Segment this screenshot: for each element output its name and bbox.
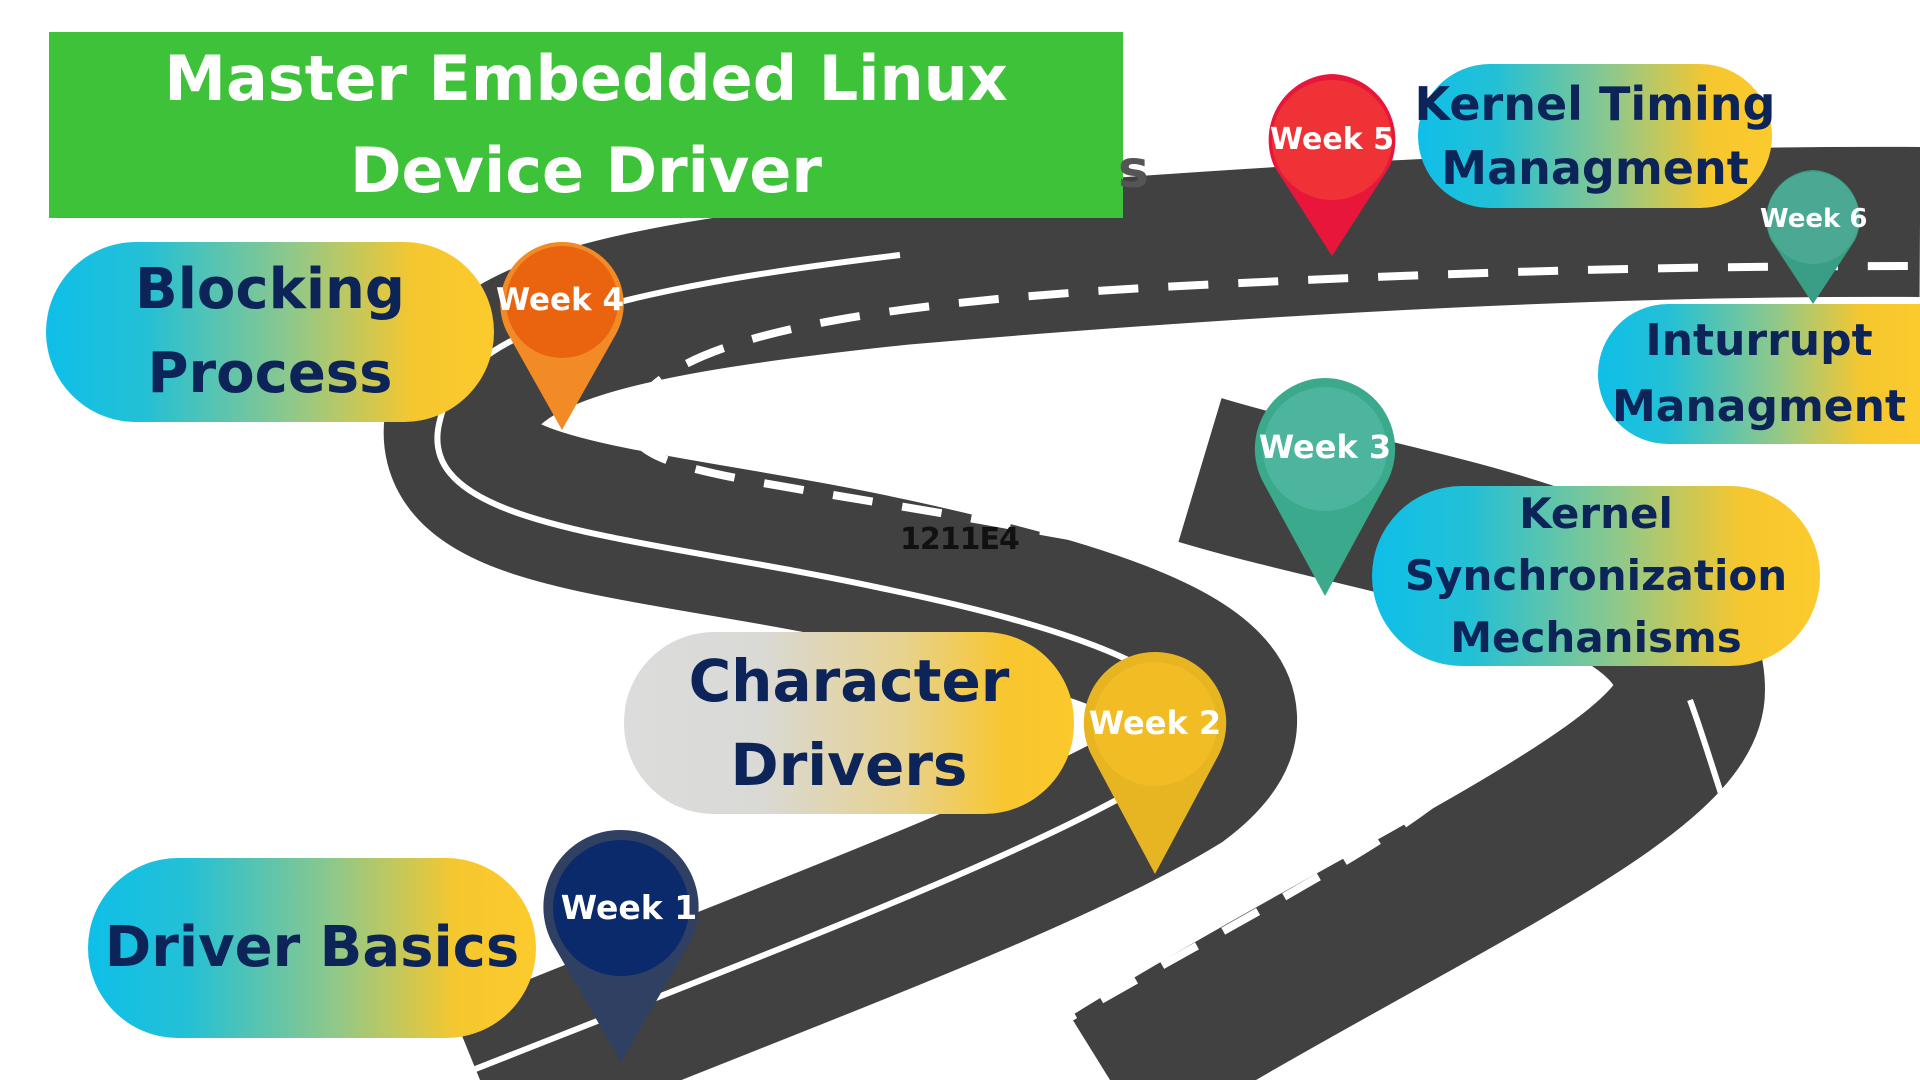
week-6-label: Week 6: [1760, 204, 1868, 234]
week-1-pin: Week 1: [540, 826, 702, 1066]
topic-line: Drivers: [730, 731, 968, 799]
topic-line: Driver Basics: [104, 915, 520, 980]
week-4-label: Week 4: [495, 282, 625, 318]
week-3-pin: Week 3: [1250, 374, 1400, 600]
road-surface: [383, 146, 1920, 1080]
map-pin-icon: [1254, 378, 1396, 596]
road-inner-edge: [1687, 698, 1853, 1080]
partially-hidden-text: s: [1118, 140, 1149, 200]
topic-interrupt-management: Inturrupt Managment: [1598, 304, 1920, 444]
week-1-label: Week 1: [560, 888, 698, 927]
week-3-label: Week 3: [1258, 428, 1392, 466]
topic-line: Mechanisms: [1450, 613, 1742, 662]
week-4-pin: Week 4: [496, 238, 628, 434]
map-pin-icon: [1083, 651, 1227, 874]
week-5-pin: Week 5: [1262, 70, 1402, 260]
topic-driver-basics: Driver Basics: [88, 858, 536, 1038]
title-line-2: Device Driver: [350, 134, 822, 207]
road-center-dashes: [627, 262, 1920, 1074]
topic-character-drivers: Character Drivers: [624, 632, 1074, 814]
topic-line: Character: [688, 647, 1010, 715]
topic-line: Process: [147, 341, 393, 406]
map-pin-icon: [1268, 74, 1396, 256]
road-code-label: 1211E4: [900, 522, 1020, 557]
map-pin-icon: [543, 829, 699, 1062]
topic-line: Synchronization: [1404, 551, 1788, 600]
topic-blocking-process: Blocking Process: [46, 242, 494, 422]
topic-kernel-synchronization: Kernel Synchronization Mechanisms: [1372, 486, 1820, 666]
topic-line: Inturrupt: [1645, 315, 1873, 366]
map-pin-icon: [1766, 170, 1860, 304]
topic-line: Managment: [1611, 381, 1907, 432]
week-2-label: Week 2: [1088, 704, 1222, 742]
title-line-1: Master Embedded Linux: [164, 42, 1008, 115]
week-5-label: Week 5: [1270, 122, 1394, 157]
topic-line: Managment: [1441, 141, 1749, 195]
map-pin-icon: [500, 242, 624, 430]
topic-kernel-timing: Kernel Timing Managment: [1415, 64, 1776, 208]
topic-line: Kernel: [1519, 489, 1673, 538]
topic-line: Kernel Timing: [1414, 77, 1776, 131]
week-2-pin: Week 2: [1080, 648, 1230, 878]
title-banner: Master Embedded Linux Device Driver: [49, 32, 1123, 218]
topic-line: Blocking: [135, 257, 405, 322]
week-6-pin: Week 6: [1760, 168, 1868, 308]
